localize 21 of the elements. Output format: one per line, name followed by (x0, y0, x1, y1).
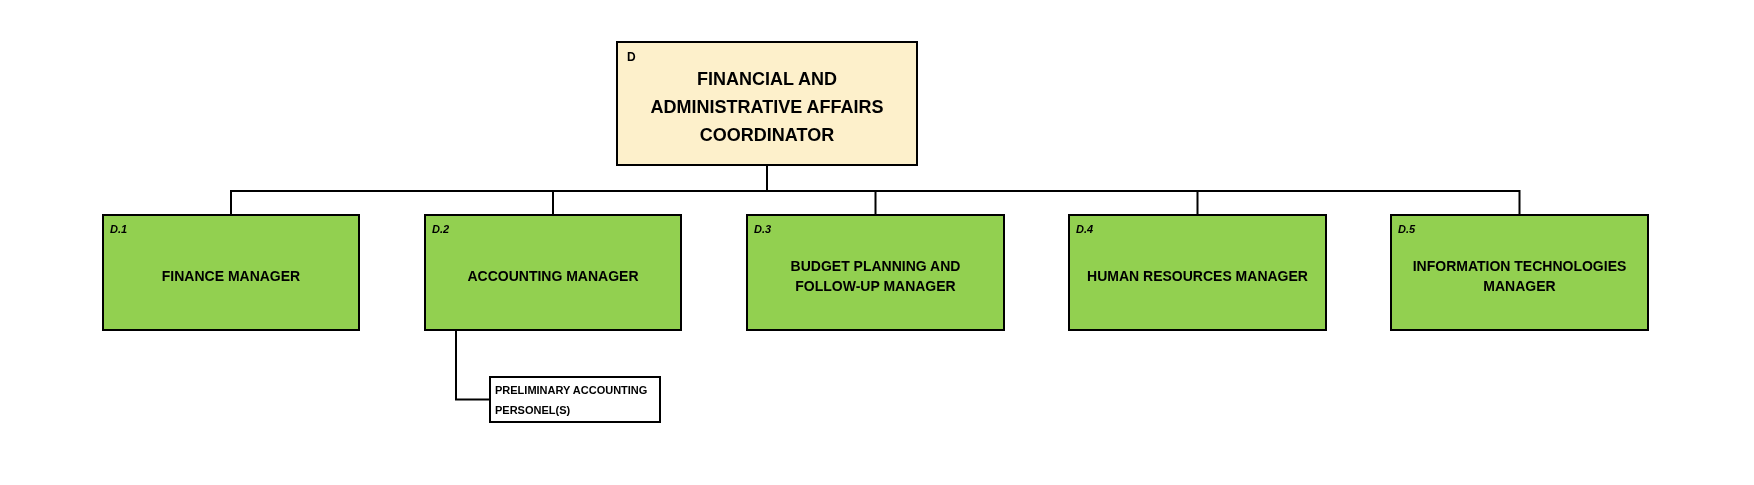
position-code: D.4 (1076, 222, 1094, 237)
position-box (1068, 214, 1327, 331)
position-title: ACCOUNTING MANAGER (467, 266, 639, 286)
position-box (1390, 214, 1649, 331)
position-title: FINANCIAL AND ADMINISTRATIVE AFFAIRS COORDINATOR (649, 67, 885, 147)
position-title: FINANCE MANAGER (161, 266, 301, 286)
position-title: BUDGET PLANNING AND FOLLOW-UP MANAGER (789, 256, 962, 296)
position-code: D.3 (754, 222, 772, 237)
position-code: D.2 (432, 222, 450, 237)
position-code: D (627, 49, 636, 66)
position-title: HUMAN RESOURCES MANAGER (1087, 266, 1308, 286)
position-box (616, 41, 918, 166)
position-code: D.1 (110, 222, 128, 237)
position-title: PRELIMINARY ACCOUNTING PERSONEL(S) (495, 382, 649, 418)
staff-box (489, 376, 661, 423)
position-title: INFORMATION TECHNOLOGIES MANAGER (1411, 256, 1628, 296)
position-box (424, 214, 682, 331)
position-box (102, 214, 360, 331)
connector-line (455, 330, 490, 401)
position-box (746, 214, 1005, 331)
position-code: D.5 (1398, 222, 1416, 237)
